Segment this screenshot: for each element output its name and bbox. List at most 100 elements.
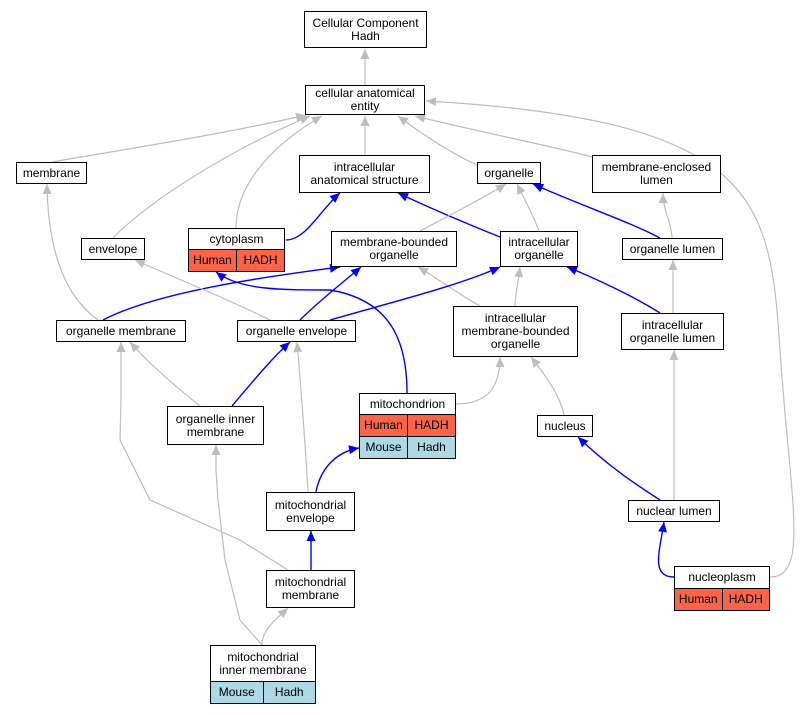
node-label-line: intracellular	[508, 235, 570, 249]
edge-imbo-to-io	[514, 266, 524, 307]
node-label-line: mitochondrion	[369, 396, 446, 411]
node-label-line: cytoplasm	[209, 231, 264, 246]
node-label: nuclear lumen	[629, 501, 719, 521]
edge-cytoplasm-to-cae	[235, 115, 323, 229]
node-label-line: lumen	[640, 173, 673, 187]
node-label-line: membrane	[22, 165, 81, 180]
node-label-line: intracellular	[641, 317, 704, 332]
node-label-line: membrane-enclosed	[601, 160, 712, 174]
node-label: cytoplasm	[189, 229, 284, 249]
node-envelope[interactable]: envelope	[81, 238, 145, 260]
node-nl[interactable]: nuclear lumen	[628, 500, 720, 522]
node-label-line: membrane-bounded	[461, 324, 570, 338]
node-label-line: organelle	[484, 165, 534, 180]
edge-nucleus-to-imbo	[530, 356, 565, 416]
edge-mm-to-me	[306, 531, 316, 570]
edge-mito-to-imbo	[455, 356, 505, 405]
node-label-line: organelle envelope	[245, 323, 348, 338]
node-organelle[interactable]: organelle	[477, 162, 541, 184]
edge-imbo-to-mbo	[417, 266, 481, 307]
node-label-line: nucleus	[544, 418, 586, 433]
node-label: nucleus	[538, 416, 592, 436]
edge-oe-to-envelope	[134, 259, 271, 321]
node-label: organelle membrane	[57, 321, 185, 341]
node-label-line: envelope	[88, 241, 138, 256]
node-label-line: inner membrane	[219, 662, 307, 677]
node-label-line: organelle inner	[175, 411, 256, 426]
node-ol[interactable]: organelle lumen	[622, 238, 723, 260]
edge-oe-to-mbo	[299, 266, 362, 321]
node-oe[interactable]: organelle envelope	[237, 320, 356, 342]
organism-cell: Human	[360, 415, 407, 436]
node-membrane[interactable]: membrane	[16, 162, 87, 184]
node-label: mitochondrion	[360, 394, 455, 414]
node-label-line: organelle lumen	[629, 241, 716, 256]
edge-np-to-nl	[657, 521, 675, 578]
gene-cell: HADH	[721, 589, 769, 610]
edge-nl-to-nucleus	[577, 436, 661, 501]
node-label-line: nuclear lumen	[636, 503, 712, 518]
edge-np-to-cae	[425, 97, 795, 578]
edge-oe-to-io	[329, 266, 501, 321]
node-label-line: membrane-bounded	[339, 235, 449, 249]
node-label-line: organelle membrane	[65, 323, 177, 338]
node-label-line: intracellular	[484, 311, 547, 325]
edge-om-to-mbo	[102, 263, 341, 321]
node-nucleus[interactable]: nucleus	[537, 415, 593, 437]
node-label-line: nucleoplasm	[688, 570, 756, 584]
edge-mito-to-cytoplasm	[215, 271, 408, 394]
edge-io-to-organelle	[516, 183, 540, 232]
edge-mim-to-oim	[211, 445, 263, 646]
edge-mim-to-mm	[261, 607, 289, 646]
node-label-line: cellular anatomical	[315, 86, 415, 100]
gene-cell: Hadh	[407, 437, 455, 458]
edge-mm-to-om	[116, 342, 289, 571]
organism-cell: Mouse	[211, 682, 263, 703]
node-om[interactable]: organelle membrane	[56, 320, 186, 342]
node-label-line: mitochondrial	[274, 497, 347, 512]
gene-cell: HADH	[236, 250, 284, 271]
organism-cell: Human	[675, 589, 722, 610]
edge-nl-to-iol	[669, 350, 679, 501]
node-label-line: intracellular	[333, 160, 396, 174]
edge-ol-to-organelle	[532, 183, 661, 239]
node-label-line: membrane	[186, 424, 245, 439]
edge-organelle-to-cae	[397, 115, 478, 166]
node-label-line: organelle lumen	[629, 330, 716, 345]
gene-cell: HADH	[407, 415, 455, 436]
node-label: organelle	[478, 163, 540, 183]
edge-envelope-to-cae	[112, 115, 311, 239]
node-label: membrane	[17, 163, 86, 183]
node-label-line: entity	[350, 99, 380, 113]
node-label-line: mitochondrial	[227, 649, 299, 664]
node-label-line: membrane	[281, 588, 340, 602]
edge-membrane-to-cae	[51, 112, 307, 163]
edge-io-to-ias	[397, 192, 501, 238]
